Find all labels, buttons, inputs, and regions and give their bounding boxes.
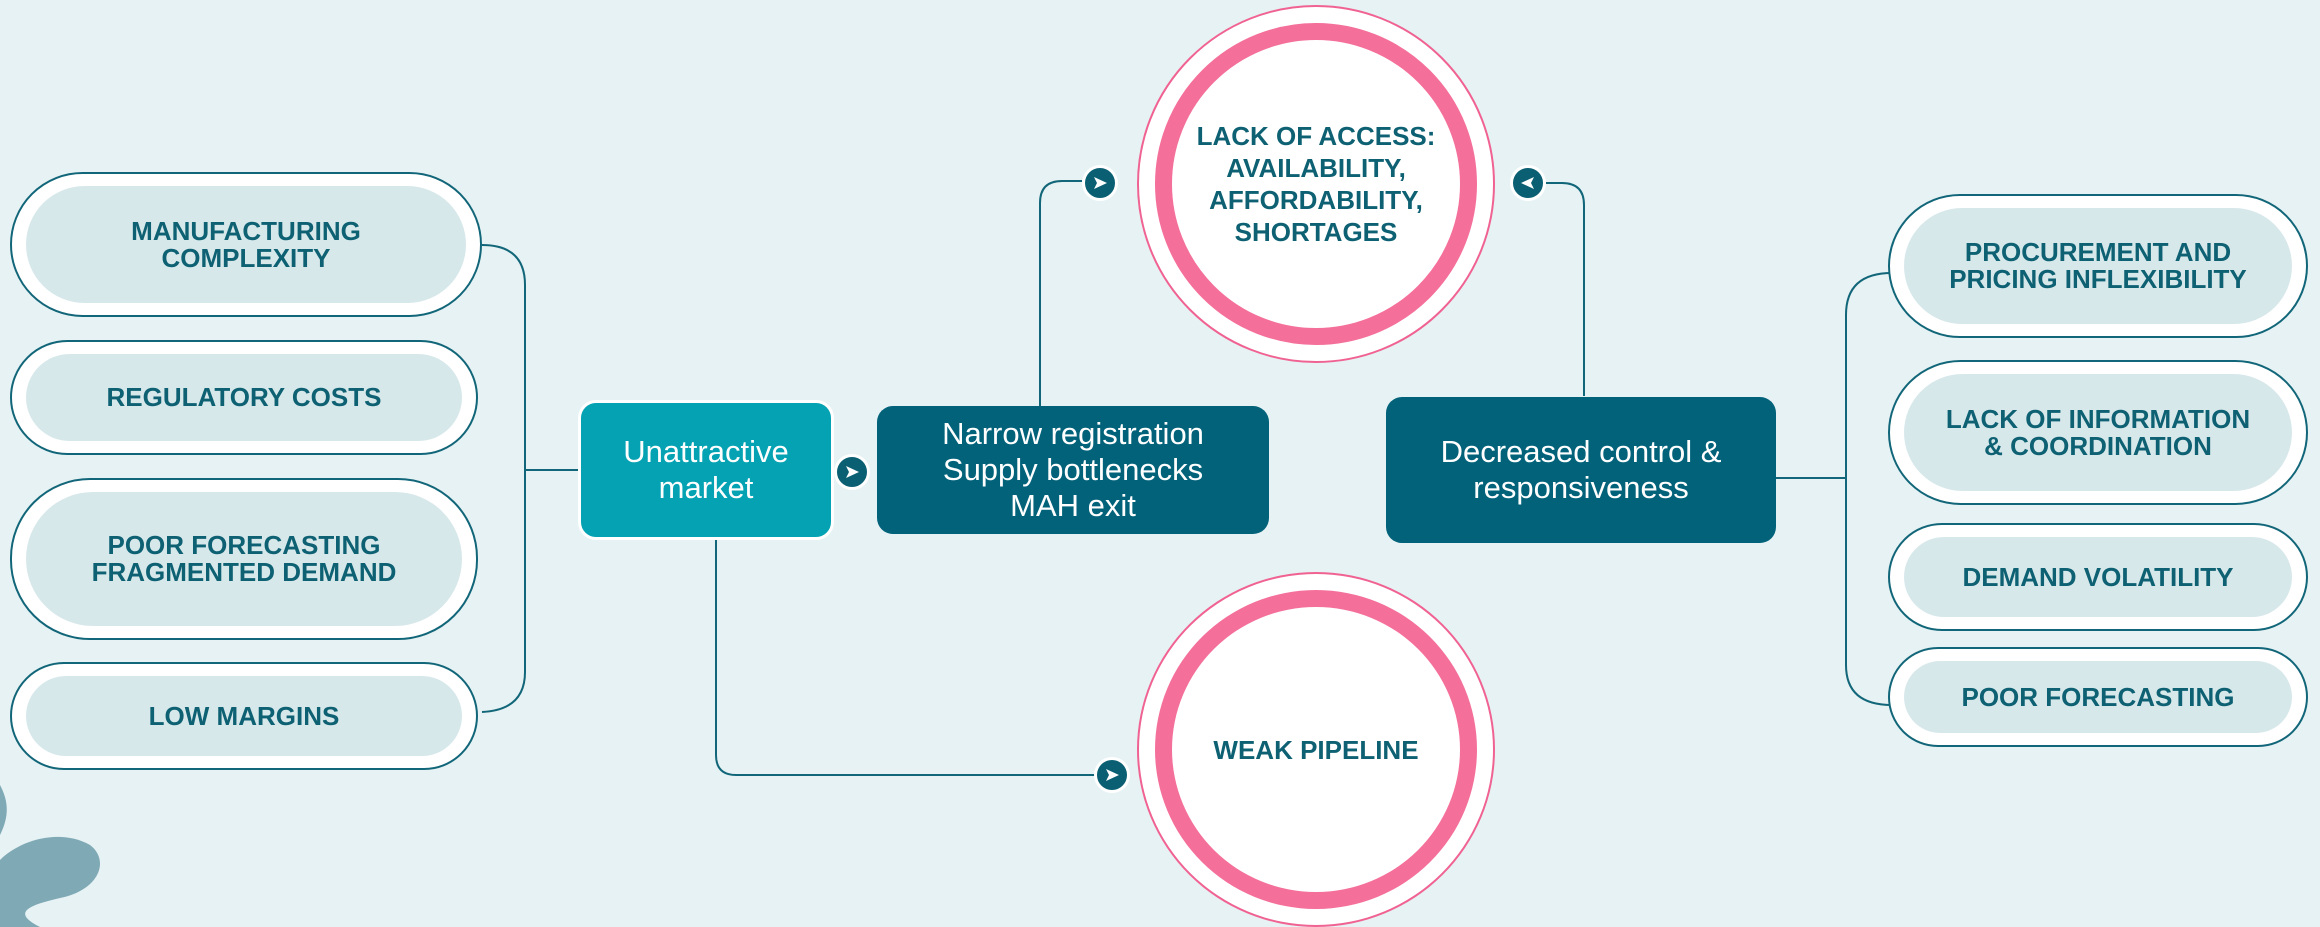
factor-label: REGULATORY COSTS — [106, 382, 382, 412]
factor-label: DEMAND VOLATILITY — [1962, 561, 2234, 592]
right-bracket — [1845, 272, 1893, 706]
factor-label: POOR FORECASTING — [1961, 681, 2235, 712]
arrow-right-icon — [1094, 757, 1130, 793]
outcome-access-label: LACK OF ACCESS: AVAILABILITY, AFFORDABIL… — [1196, 121, 1436, 247]
narrow-registration-box: Narrow registration Supply bottlenecks M… — [877, 406, 1269, 534]
arrow-right-icon — [834, 454, 870, 490]
connector-to-pipeline — [715, 540, 1098, 776]
arrow-left-icon — [1510, 165, 1546, 201]
factor-pill-manufacturing: MANUFACTURING COMPLEXITY — [10, 172, 482, 317]
arrow-right-icon — [1082, 165, 1118, 201]
factor-pill-regulatory: REGULATORY COSTS — [10, 340, 478, 455]
factor-pill-information: LACK OF INFORMATION & COORDINATION — [1888, 360, 2308, 505]
left-bracket — [481, 244, 526, 713]
factor-pill-forecasting: POOR FORECASTING FRAGMENTED DEMAND — [10, 478, 478, 640]
factor-label: MANUFACTURING COMPLEXITY — [131, 215, 361, 273]
decreased-control-box: Decreased control & responsiveness — [1386, 397, 1776, 543]
factor-label: LACK OF INFORMATION & COORDINATION — [1945, 403, 2251, 461]
connector-from-decreased — [1546, 182, 1585, 396]
factor-label: PROCUREMENT AND PRICING INFLEXIBILITY — [1949, 237, 2247, 294]
factor-pill-low-margins: LOW MARGINS — [10, 662, 478, 770]
factor-pill-poor-forecasting: POOR FORECASTING — [1888, 647, 2308, 747]
outcome-access-circle: LACK OF ACCESS: AVAILABILITY, AFFORDABIL… — [1137, 5, 1495, 363]
decreased-control-label: Decreased control & responsiveness — [1440, 434, 1722, 505]
unattractive-market-label: Unattractive market — [623, 434, 789, 505]
narrow-registration-label: Narrow registration Supply bottlenecks M… — [942, 416, 1204, 523]
decorative-blob — [0, 785, 100, 927]
factor-label: LOW MARGINS — [148, 700, 340, 731]
factor-pill-demand-volatility: DEMAND VOLATILITY — [1888, 523, 2308, 631]
outcome-pipeline-label: WEAK PIPELINE — [1213, 734, 1419, 765]
factor-label: POOR FORECASTING FRAGMENTED DEMAND — [91, 530, 397, 587]
connector-to-access — [1039, 180, 1082, 407]
unattractive-market-box: Unattractive market — [578, 400, 834, 540]
factor-pill-procurement: PROCUREMENT AND PRICING INFLEXIBILITY — [1888, 194, 2308, 338]
outcome-pipeline-circle: WEAK PIPELINE — [1137, 572, 1495, 927]
